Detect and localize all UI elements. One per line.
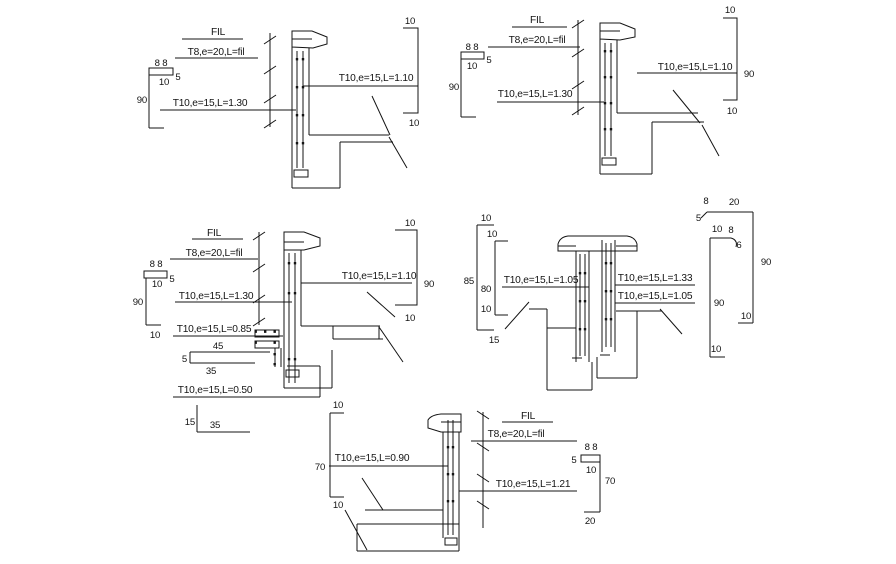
d1-breaklines [263, 30, 408, 169]
d4-bar-a-s2-dim: 20 [729, 197, 739, 208]
d1-t8-note: T8,e=20,L=fil [188, 47, 245, 58]
d1-bar-side-dim: 5 [175, 72, 180, 83]
d3-bar2-v-dim: 15 [185, 417, 195, 428]
d3-t10-085-note: T10,e=15,L=0.85 [177, 324, 252, 335]
d1-dim-bottom: 10 [409, 118, 419, 129]
d5-dim-mid: 70 [315, 462, 325, 473]
d4-rebar-dots [578, 262, 613, 331]
d3-linework [143, 229, 418, 433]
detail-4-middle-right: 10 85 15 10 80 10 T10,e=15,L=1.05 T10,e=… [464, 196, 771, 391]
d3-bar-side-dim: 5 [169, 274, 174, 285]
detail-5-bottom-center: 10 70 10 T10,e=15,L=0.90 FIL T8,e=20,L=f… [315, 400, 615, 552]
d2-linework [460, 17, 738, 175]
detail-2-top-right: FIL T8,e=20,L=fil 8 8 10 5 90 T10,e=15,L… [449, 5, 754, 175]
d4-breaklines [504, 211, 737, 335]
d3-t10-050-note: T10,e=15,L=0.50 [178, 385, 253, 396]
d2-dim-mid: 90 [744, 69, 754, 80]
d5-t10-wall-note: T10,e=15,L=0.90 [335, 453, 410, 464]
d1-fil-label: FIL [211, 27, 226, 38]
d3-bar-top-dim: 8 8 [150, 259, 163, 270]
d5-dim-top: 10 [333, 400, 343, 411]
d5-rebar-dots [446, 446, 455, 503]
d5-bar-length-dim: 70 [605, 476, 615, 487]
d5-bar-side-dim: 5 [571, 455, 576, 466]
d1-bar-hook-dim: 10 [159, 77, 169, 88]
d1-bar-top-dim: 8 8 [155, 58, 168, 69]
d2-t10-wall-note: T10,e=15,L=1.30 [498, 89, 573, 100]
d4-t10-left-note: T10,e=15,L=1.05 [504, 275, 579, 286]
d3-bar-length-dim: 90 [133, 297, 143, 308]
d4-bar-a-length-dim: 90 [761, 257, 771, 268]
d4-bar-b-length-dim: 90 [714, 298, 724, 309]
d3-breaklines [252, 231, 404, 363]
d5-t8-note: T8,e=20,L=fil [488, 429, 545, 440]
d4-bar-b-s2-dim: 8 [728, 225, 733, 236]
d5-linework [329, 412, 601, 552]
d2-breaklines [571, 19, 720, 157]
d2-bar-side-dim: 5 [486, 55, 491, 66]
d3-bar-end-dim: 10 [150, 330, 160, 341]
d4-dim-inner-bottom: 10 [481, 304, 491, 315]
d2-dim-top: 10 [725, 5, 735, 16]
d5-fil-label: FIL [521, 411, 536, 422]
d4-dim-inner-top: 10 [487, 229, 497, 240]
d5-bar-hook-dim: 10 [586, 465, 596, 476]
d2-fil-label: FIL [530, 15, 545, 26]
d2-dim-bottom: 10 [727, 106, 737, 117]
d4-bar-b-s1-dim: 10 [712, 224, 722, 235]
d4-dim-outer-mid: 85 [464, 276, 474, 287]
d4-t10-right2-note: T10,e=15,L=1.05 [618, 291, 693, 302]
d4-bar-b-end-dim: 10 [711, 344, 721, 355]
d3-fil-label: FIL [207, 228, 222, 239]
detail-3-middle-left: FIL T8,e=20,L=fil 8 8 10 5 90 10 T10,e=1… [133, 218, 434, 433]
d4-bar-a-end-dim: 10 [741, 311, 751, 322]
d2-t10-slab-note: T10,e=15,L=1.10 [658, 62, 733, 73]
d5-t10-121-note: T10,e=15,L=1.21 [496, 479, 571, 490]
d5-bar-end-dim: 20 [585, 516, 595, 527]
d4-dim-outer-top: 10 [481, 213, 491, 224]
d5-breaklines [344, 410, 490, 551]
d3-dim-top: 10 [405, 218, 415, 229]
detail-1-top-left: FIL T8,e=20,L=fil 8 8 10 5 90 T10,e=15,L… [137, 16, 419, 189]
d4-linework [476, 211, 754, 391]
d3-dim-mid: 90 [424, 279, 434, 290]
d3-t10-wall-note: T10,e=15,L=1.30 [179, 291, 254, 302]
d4-dim-inner-mid: 80 [481, 284, 491, 295]
d3-bar-hook-dim: 10 [152, 279, 162, 290]
d1-dim-top: 10 [405, 16, 415, 27]
d4-bar-a-s3-dim: 5 [696, 213, 701, 224]
d1-t10-wall-note: T10,e=15,L=1.30 [173, 98, 248, 109]
d5-dim-bottom: 10 [333, 500, 343, 511]
d2-bar-hook-dim: 10 [467, 61, 477, 72]
d3-dim-bottom: 10 [405, 313, 415, 324]
d3-dim-5: 5 [182, 354, 187, 365]
d1-t10-slab-note: T10,e=15,L=1.10 [339, 73, 414, 84]
d4-bar-a-s1-dim: 8 [703, 196, 708, 207]
d4-dim-outer-bottom: 15 [489, 335, 499, 346]
d3-dim-35: 35 [206, 366, 216, 377]
d3-dim-45: 45 [213, 341, 223, 352]
d3-t10-slab-note: T10,e=15,L=1.10 [342, 271, 417, 282]
d1-bar-length-dim: 90 [137, 95, 147, 106]
d3-bar2-h-dim: 35 [210, 420, 220, 431]
d2-bar-length-dim: 90 [449, 82, 459, 93]
d2-t8-note: T8,e=20,L=fil [509, 35, 566, 46]
d5-bar-top-dim: 8 8 [585, 442, 598, 453]
d4-bar-b-s3-dim: 6 [736, 240, 741, 251]
d1-linework [148, 27, 419, 189]
d4-t10-right1-note: T10,e=15,L=1.33 [618, 273, 693, 284]
d3-t8-note: T8,e=20,L=fil [186, 248, 243, 259]
d2-bar-top-dim: 8 8 [466, 42, 479, 53]
